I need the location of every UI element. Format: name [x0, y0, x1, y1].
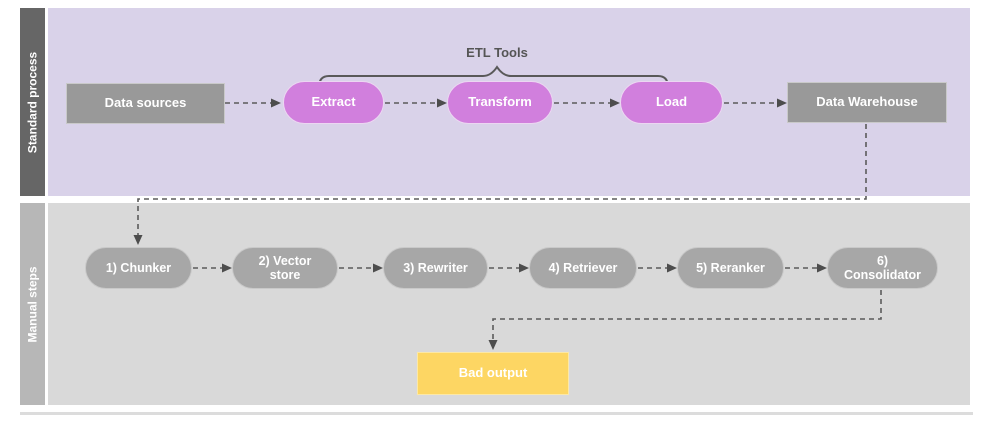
node-reranker-label: 5) Reranker [696, 260, 765, 275]
node-vector-store: 2) Vector store [232, 247, 338, 289]
node-bad-output: Bad output [417, 352, 569, 395]
node-extract-label: Extract [311, 94, 356, 110]
node-vector-store-label: 2) Vector store [258, 253, 312, 282]
node-extract: Extract [283, 81, 384, 124]
lane-header-manual-steps: Manual steps [20, 203, 45, 405]
lane-header-standard-process: Standard process [20, 8, 45, 196]
node-transform-label: Transform [468, 94, 532, 110]
bottom-divider [20, 412, 973, 415]
node-load: Load [620, 81, 723, 124]
node-data-sources-label: Data sources [104, 95, 187, 111]
node-load-label: Load [655, 94, 688, 110]
node-chunker: 1) Chunker [85, 247, 192, 289]
node-bad-output-label: Bad output [458, 365, 528, 381]
node-data-sources: Data sources [66, 83, 225, 124]
node-retriever: 4) Retriever [529, 247, 637, 289]
node-consolidator-label: 6) Consolidator [843, 253, 922, 282]
node-consolidator: 6) Consolidator [827, 247, 938, 289]
node-rewriter-label: 3) Rewriter [403, 260, 468, 275]
node-transform: Transform [447, 81, 553, 124]
lane-label-manual-steps: Manual steps [25, 265, 39, 343]
node-reranker: 5) Reranker [677, 247, 784, 289]
node-retriever-label: 4) Retriever [548, 260, 618, 275]
node-data-warehouse: Data Warehouse [787, 82, 947, 123]
node-data-warehouse-label: Data Warehouse [816, 94, 918, 110]
node-chunker-label: 1) Chunker [105, 260, 172, 275]
etl-tools-annotation: ETL Tools [466, 45, 528, 60]
node-rewriter: 3) Rewriter [383, 247, 488, 289]
lane-label-standard-process: Standard process [25, 51, 39, 153]
